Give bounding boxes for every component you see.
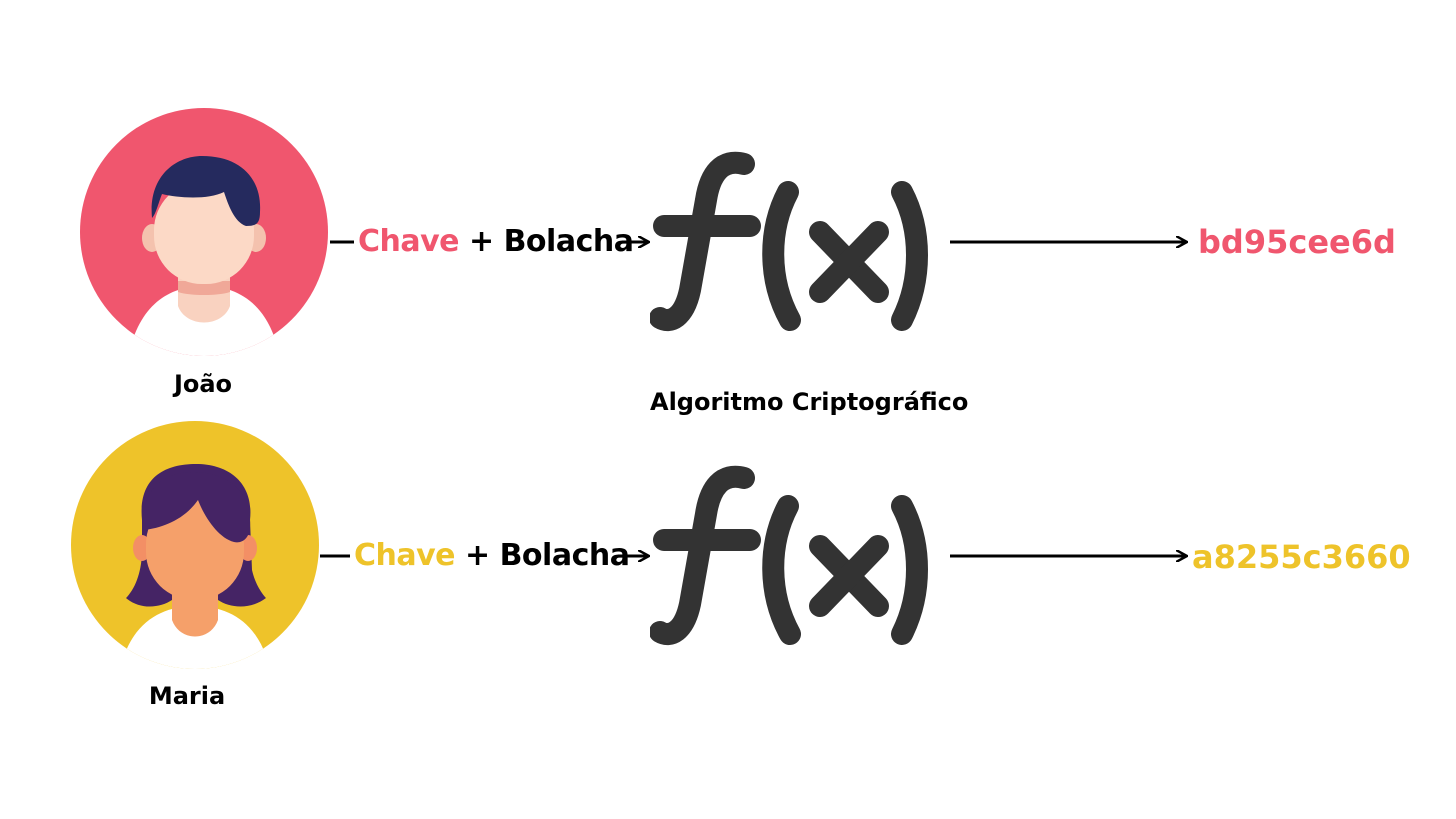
maria-name-label: Maria bbox=[148, 682, 226, 710]
algorithm-label: Algoritmo Criptográfico bbox=[650, 388, 969, 416]
maria-formula: Chave + Bolacha bbox=[354, 536, 630, 576]
man-avatar-icon bbox=[80, 108, 328, 356]
joao-plus-label: + Bolacha bbox=[468, 224, 634, 259]
fx-function-icon bbox=[650, 151, 928, 332]
joao-key-label: Chave bbox=[358, 224, 460, 259]
maria-hash-output: a8255c3660 bbox=[1192, 538, 1411, 576]
woman-avatar-icon bbox=[71, 421, 319, 669]
fx-function-icon-2 bbox=[650, 465, 928, 646]
maria-plus-label: + Bolacha bbox=[464, 538, 630, 573]
joao-name-label: João bbox=[173, 370, 233, 398]
joao-hash-output: bd95cee6d bbox=[1198, 223, 1396, 261]
maria-key-label: Chave bbox=[354, 538, 456, 573]
joao-formula: Chave + Bolacha bbox=[358, 222, 634, 262]
